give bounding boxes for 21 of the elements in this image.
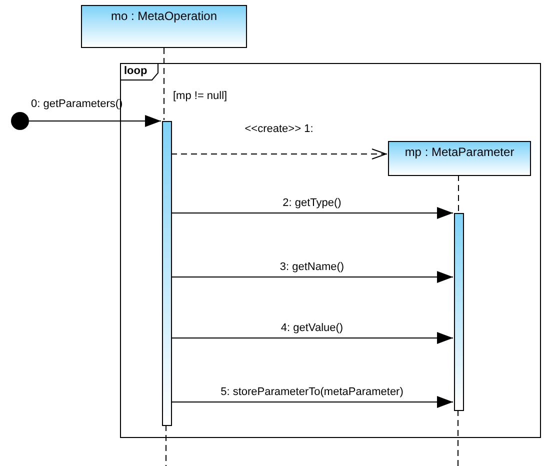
message-label: 5: storeParameterTo(metaParameter) (220, 385, 404, 399)
activation-bar (162, 121, 172, 426)
message-label: 2: getType() (282, 196, 342, 210)
message-label: 4: getValue() (280, 321, 344, 335)
activation-bar (454, 213, 464, 411)
object-name: mp : MetaParameter (404, 145, 514, 159)
message-arrow (170, 396, 454, 408)
start-dot (11, 112, 29, 130)
lifeline-head (388, 141, 531, 176)
object-name: mo : MetaOperation (110, 9, 218, 23)
lifeline (458, 174, 459, 212)
guard-condition: [mp != null] (173, 90, 228, 102)
message-arrow (28, 115, 162, 127)
message-arrow (170, 271, 454, 283)
message-label: <<create>> 1: (244, 122, 314, 136)
message-arrow (170, 148, 388, 160)
message-arrow (170, 332, 454, 344)
message-label: 3: getName() (278, 260, 346, 274)
loop-frame (120, 63, 541, 438)
lifeline-head (81, 5, 247, 48)
message-arrow (170, 207, 454, 219)
